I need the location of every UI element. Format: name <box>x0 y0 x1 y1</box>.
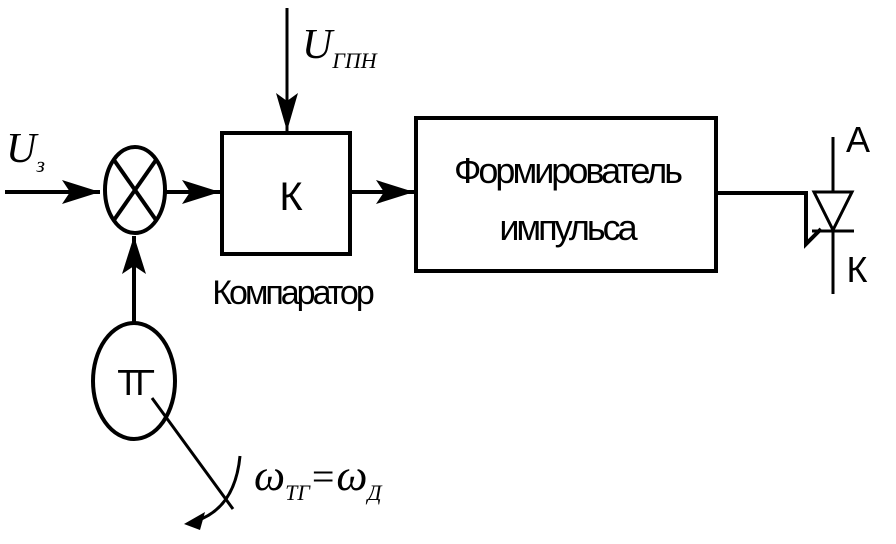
thyristor-symbol <box>811 137 855 294</box>
tachogenerator-block <box>91 321 177 441</box>
comparator-to-former-arrow <box>350 180 414 204</box>
summing-junction <box>103 145 167 235</box>
junction-to-comparator-arrow <box>165 180 220 204</box>
tachogenerator-symbol: ТГ <box>117 362 154 403</box>
thyristor-anode-label: А <box>846 119 870 160</box>
pulse-former-block <box>414 116 718 273</box>
u-gpn-arrow <box>276 8 298 131</box>
thyristor-cathode-label: К <box>847 249 868 290</box>
rotation-arrow-icon <box>184 455 242 530</box>
pulse-former-label-line1: Формирователь <box>454 150 682 191</box>
comparator-symbol: К <box>279 175 303 219</box>
input-u-z-connection <box>5 180 100 204</box>
u-gpn-label: UГПН <box>302 22 378 73</box>
speed-equation: ωТГ=ωД <box>254 451 382 505</box>
tachogenerator-feedback-arrow <box>122 236 146 323</box>
comparator-caption: Компаратор <box>212 274 374 312</box>
gate-control-wire <box>716 191 823 249</box>
pulse-former-label-line2: импульса <box>499 207 638 248</box>
tachogenerator-shaft <box>150 397 235 510</box>
u-z-label: Uз <box>6 126 45 177</box>
comparator-block <box>220 131 352 256</box>
